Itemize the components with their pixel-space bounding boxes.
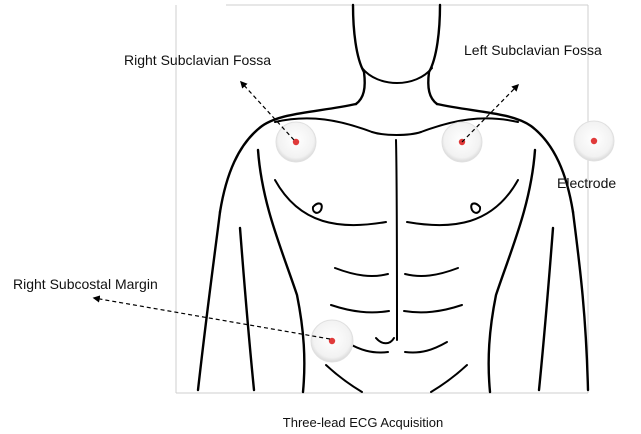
electrode-dot	[591, 138, 597, 144]
label-electrode: Electrode	[557, 175, 616, 191]
left-nipple	[313, 203, 322, 212]
abs-mid-left	[331, 305, 389, 312]
left-arm-outer	[198, 212, 220, 390]
torso-right-side	[489, 150, 535, 392]
right-arm-inner	[539, 228, 553, 390]
abs-upper-right	[405, 268, 458, 276]
label-right-subcostal: Right Subcostal Margin	[13, 276, 158, 292]
label-left-subclavian: Left Subclavian Fossa	[464, 42, 602, 58]
sternal-notch	[372, 132, 421, 135]
neck-left	[353, 5, 365, 104]
left-pectoral	[275, 180, 386, 225]
electrode-right-subclavian	[276, 122, 316, 162]
navel	[376, 338, 394, 343]
abs-lower-right	[405, 342, 447, 353]
right-arm-outer	[573, 212, 588, 390]
torso-left-side	[258, 150, 304, 392]
figure-caption: Three-lead ECG Acquisition	[283, 415, 443, 430]
electrode-example	[574, 121, 614, 161]
abs-upper-left	[335, 268, 388, 276]
arrow-right-subcostal	[94, 298, 330, 339]
label-right-subclavian: Right Subclavian Fossa	[124, 52, 271, 68]
v-line-right	[431, 365, 467, 392]
left-arm-inner	[240, 228, 254, 390]
right-nipple	[471, 203, 480, 212]
midline	[396, 140, 397, 340]
neck-right	[428, 5, 440, 104]
v-line-left	[326, 365, 362, 392]
electrode-right-subcostal	[311, 320, 353, 362]
jaw-line	[362, 68, 432, 83]
abs-mid-right	[404, 305, 462, 312]
right-pectoral	[407, 180, 518, 225]
